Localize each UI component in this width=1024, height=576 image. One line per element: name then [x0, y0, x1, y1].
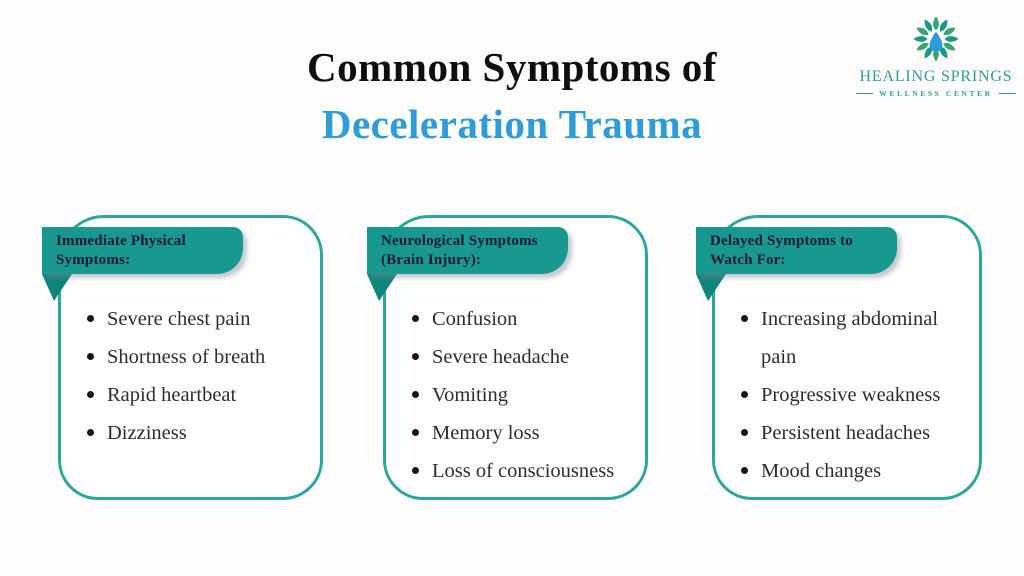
list-item: Mood changes — [741, 452, 963, 490]
symptom-list: Severe chest pain Shortness of breath Ra… — [87, 300, 309, 452]
page-title: Common Symptoms of Deceleration Trauma — [0, 44, 1024, 148]
logo-name: HEALING SPRINGS — [859, 68, 1013, 85]
list-item: Loss of consciousness — [412, 452, 634, 490]
card-header-banner: Immediate Physical Symptoms: — [42, 227, 243, 274]
list-item: Rapid heartbeat — [87, 376, 309, 414]
card-delayed-symptoms: Delayed Symptoms to Watch For: Increasin… — [696, 215, 982, 500]
card-header-line: Delayed Symptoms to — [710, 233, 853, 249]
logo-tagline: WELLNESS CENTER — [856, 89, 1016, 98]
card-header-banner: Neurological Symptoms (Brain Injury): — [367, 227, 568, 274]
list-item: Confusion — [412, 300, 634, 338]
card-neurological-symptoms: Neurological Symptoms (Brain Injury): Co… — [367, 215, 648, 500]
list-item: Progressive weakness — [741, 376, 963, 414]
banner-ribbon-fold — [696, 274, 726, 301]
card-immediate-physical-symptoms: Immediate Physical Symptoms: Severe ches… — [42, 215, 323, 500]
card-header-line: Symptoms: — [56, 252, 131, 268]
list-item: Vomiting — [412, 376, 634, 414]
card-header-line: Watch For: — [710, 252, 786, 268]
banner-ribbon-fold — [42, 274, 72, 301]
list-item: Increasing abdominal pain — [741, 300, 963, 376]
card-header-line: (Brain Injury): — [381, 252, 482, 268]
list-item: Shortness of breath — [87, 338, 309, 376]
list-item: Memory loss — [412, 414, 634, 452]
card-header-line: Immediate Physical — [56, 233, 186, 249]
water-droplet-icon — [929, 31, 943, 52]
page-title-line2: Deceleration Trauma — [321, 101, 703, 148]
symptom-list: Increasing abdominal pain Progressive we… — [741, 300, 963, 490]
banner-ribbon-fold — [367, 274, 397, 301]
page-title-line1: Common Symptoms of — [307, 44, 717, 90]
healing-springs-logo: HEALING SPRINGS WELLNESS CENTER — [856, 12, 1016, 98]
card-header-banner: Delayed Symptoms to Watch For: — [696, 227, 897, 274]
list-item: Severe chest pain — [87, 300, 309, 338]
list-item: Severe headache — [412, 338, 634, 376]
lotus-water-droplet-icon — [913, 16, 959, 62]
list-item: Persistent headaches — [741, 414, 963, 452]
symptom-list: Confusion Severe headache Vomiting Memor… — [412, 300, 634, 490]
list-item: Dizziness — [87, 414, 309, 452]
card-header-line: Neurological Symptoms — [381, 233, 538, 249]
